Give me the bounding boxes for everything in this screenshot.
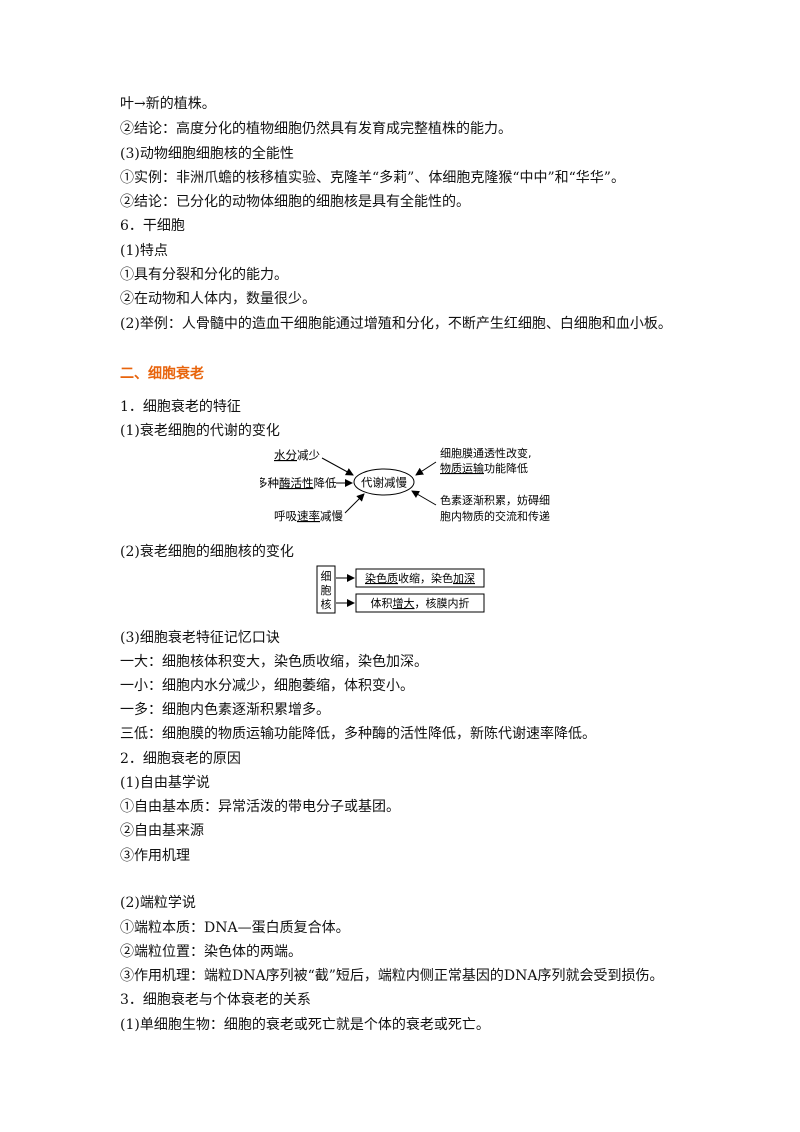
text-line: ②结论：已分化的动物体细胞的细胞核是具有全能性的。 xyxy=(120,194,470,210)
text-line: ③作用机理 xyxy=(120,848,190,864)
left-item-water: 水分减少 xyxy=(274,448,320,462)
text-line: ②自由基来源 xyxy=(120,823,204,839)
text-line: ①自由基本质：异常活泼的带电分子或基团。 xyxy=(120,799,400,815)
text-line: 2．细胞衰老的原因 xyxy=(120,751,241,767)
metabolism-diagram: 代谢减慢 水分减少 多种酶活性降低 呼吸速率减慢 细胞膜通透性改变, 物质运输功… xyxy=(260,446,550,523)
left-item-respiration: 呼吸速率减慢 xyxy=(274,509,343,523)
left-item-enzyme: 多种酶活性降低 xyxy=(260,476,337,490)
text-line: ②在动物和人体内，数量很少。 xyxy=(120,291,316,307)
arrow xyxy=(415,461,437,476)
center-label: 代谢减慢 xyxy=(361,476,407,490)
text-line: ①具有分裂和分化的能力。 xyxy=(120,267,288,283)
arrow xyxy=(321,457,354,476)
nucleus-label-char: 核 xyxy=(321,597,332,611)
chromatin-text: 染色质收缩，染色加深 xyxy=(365,571,475,585)
text-line: (3)动物细胞细胞核的全能性 xyxy=(120,146,294,162)
text-line: 3．细胞衰老与个体衰老的关系 xyxy=(120,992,311,1008)
text-line: ②端粒位置：染色体的两端。 xyxy=(120,944,302,960)
text-line: (1)单细胞生物：细胞的衰老或死亡就是个体的衰老或死亡。 xyxy=(120,1017,490,1033)
text-line: (3)细胞衰老特征记忆口诀 xyxy=(120,630,280,646)
text-line: 一多：细胞内色素逐渐积累增多。 xyxy=(120,702,330,718)
volume-text: 体积增大，核膜内折 xyxy=(371,596,470,610)
chromatin-box xyxy=(355,568,485,588)
volume-box xyxy=(355,593,485,613)
text-line: 三低：细胞膜的物质运输功能降低，多种酶的活性降低，新陈代谢速率降低。 xyxy=(120,726,596,742)
text-line: (2)举例：人骨髓中的造血干细胞能通过增殖和分化，不断产生红细胞、白细胞和血小板… xyxy=(120,316,672,332)
text-line: (1)自由基学说 xyxy=(120,775,210,791)
text-line: ②结论：高度分化的植物细胞仍然具有发育成完整植株的能力。 xyxy=(120,121,512,137)
text-line: (1)特点 xyxy=(120,243,168,259)
text-line: 一小：细胞内水分减少，细胞萎缩，体积变小。 xyxy=(120,678,414,694)
arrow xyxy=(411,490,437,506)
text-line: 一大：细胞核体积变大，染色质收缩，染色加深。 xyxy=(120,654,428,670)
center-ellipse xyxy=(353,468,415,496)
text-line: 1．细胞衰老的特征 xyxy=(120,399,241,415)
right-item-pigment-2: 胞内物质的交流和传递 xyxy=(440,509,550,523)
text-line: 6．干细胞 xyxy=(120,218,185,234)
nucleus-label-char: 细 xyxy=(321,570,332,583)
nucleus-diagram: 细 胞 核 染色质收缩，染色加深 体积增大，核膜内折 xyxy=(316,565,485,614)
text-line: ①实例：非洲爪蟾的核移植实验、克隆羊“多莉”、体细胞克隆猴“中中”和“华华”。 xyxy=(120,170,625,186)
text-line: 叶→新的植株。 xyxy=(120,96,216,112)
text-line: (1)衰老细胞的代谢的变化 xyxy=(120,423,280,439)
text-line: ③作用机理：端粒DNA序列被“截”短后，端粒内侧正常基因的DNA序列就会受到损伤… xyxy=(120,968,664,984)
nucleus-label-char: 胞 xyxy=(321,584,332,597)
text-line: (2)衰老细胞的细胞核的变化 xyxy=(120,544,294,560)
section-heading: 二、细胞衰老 xyxy=(120,366,204,382)
text-line: ①端粒本质：DNA—蛋白质复合体。 xyxy=(120,920,350,936)
right-item-membrane-2: 物质运输功能降低 xyxy=(440,461,528,475)
nucleus-label-box xyxy=(316,565,336,614)
text-line: (2)端粒学说 xyxy=(120,895,196,911)
arrow xyxy=(344,493,365,514)
right-item-pigment-1: 色素逐渐积累，妨碍细 xyxy=(440,493,550,507)
right-item-membrane-1: 细胞膜通透性改变, xyxy=(440,446,532,460)
